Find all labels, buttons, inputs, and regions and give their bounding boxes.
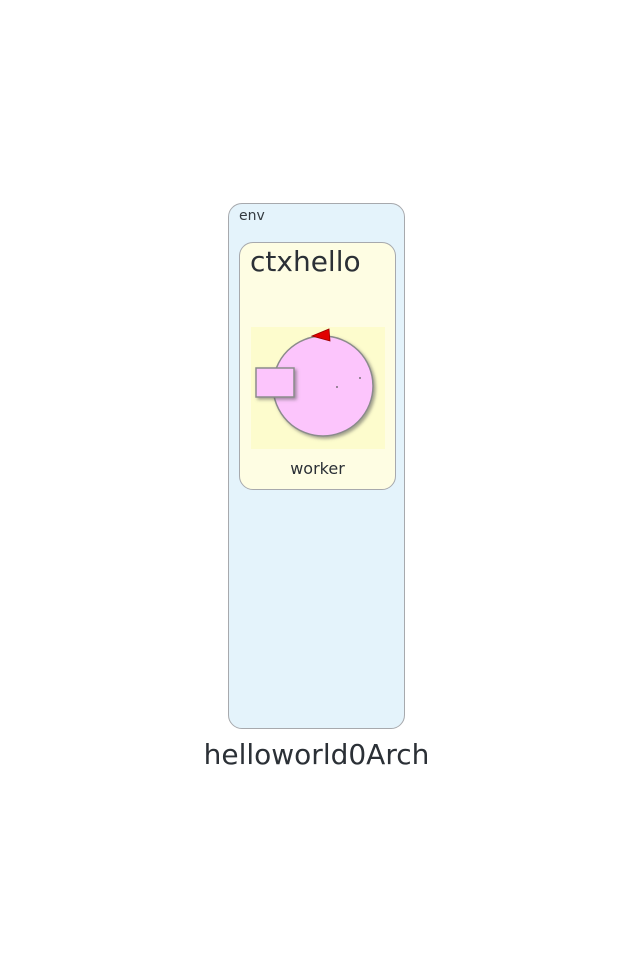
actor-label: worker xyxy=(290,459,345,478)
actor-dot xyxy=(359,377,361,379)
env-container: env ctxhello worker xyxy=(228,203,405,729)
context-container: ctxhello worker xyxy=(239,242,396,490)
context-label: ctxhello xyxy=(250,245,361,278)
diagram-title: helloworld0Arch xyxy=(203,738,430,771)
actor-port-box xyxy=(255,367,295,398)
actor-dot xyxy=(336,386,338,388)
env-label: env xyxy=(239,208,265,224)
worker-actor-icon xyxy=(251,327,385,449)
actor-marker-triangle xyxy=(310,328,331,342)
